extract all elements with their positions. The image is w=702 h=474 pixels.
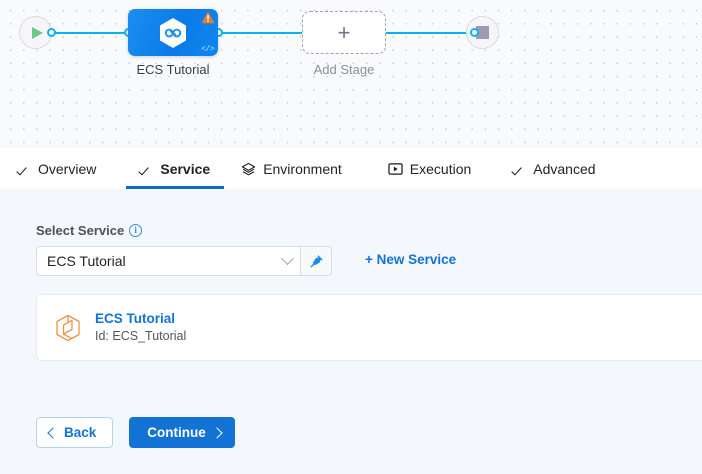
chevron-right-icon [211, 426, 223, 439]
tab-execution-label: Execution [409, 161, 472, 177]
start-node-port[interactable] [47, 28, 56, 37]
info-icon[interactable]: i [129, 224, 143, 237]
chevron-left-icon [47, 426, 59, 439]
pin-icon [310, 254, 323, 267]
footer-buttons: Back Continue [36, 417, 235, 448]
service-card-title[interactable]: ECS Tutorial [95, 310, 176, 326]
code-brackets-icon: </> [201, 45, 214, 54]
connector-start-to-stage [50, 32, 132, 34]
chevron-down-icon [281, 251, 294, 265]
play-box-icon [388, 163, 403, 175]
tab-environment-label: Environment [263, 161, 342, 177]
check-icon [513, 163, 526, 176]
add-stage-button[interactable]: + [302, 11, 386, 54]
continue-button[interactable]: Continue [129, 417, 235, 448]
play-icon [31, 26, 43, 39]
new-service-link[interactable]: + New Service [365, 252, 457, 267]
cube-hexagon-icon [56, 314, 80, 341]
service-card-id: Id: ECS_Tutorial [95, 329, 187, 344]
harness-hexagon-icon [160, 17, 186, 48]
plus-icon: + [337, 19, 351, 45]
check-icon [18, 163, 31, 176]
tab-service[interactable]: Service [126, 149, 224, 189]
service-select-input[interactable]: ECS Tutorial [36, 246, 301, 276]
continue-button-label: Continue [147, 425, 206, 440]
tab-overview-label: Overview [38, 161, 97, 177]
service-card[interactable]: ECS Tutorial Id: ECS_Tutorial [36, 294, 702, 361]
pin-button[interactable] [301, 246, 332, 276]
tab-execution[interactable]: Execution [388, 149, 471, 189]
connector-stage-to-addstage [216, 32, 306, 34]
tab-advanced-label: Advanced [533, 161, 596, 177]
service-select-row: ECS Tutorial [36, 246, 332, 276]
service-select-value: ECS Tutorial [47, 253, 126, 269]
end-node-port[interactable] [470, 28, 479, 37]
connector-addstage-to-end [384, 32, 474, 34]
warning-triangle-icon [201, 11, 215, 24]
stop-icon [476, 26, 489, 39]
pipeline-start-node[interactable] [19, 16, 52, 49]
stage-config-tabs: Overview Service Environment Execution A… [0, 148, 702, 190]
layers-diamond-icon [242, 162, 256, 175]
stage-node-label: ECS Tutorial [136, 62, 210, 77]
check-icon [140, 163, 153, 176]
tab-advanced[interactable]: Advanced [513, 149, 595, 189]
back-button-label: Back [64, 425, 97, 440]
select-service-label-row: Select Service i [36, 223, 143, 238]
service-tab-panel: Select Service i ECS Tutorial + New Serv… [0, 189, 702, 474]
pipeline-canvas[interactable]: </> ECS Tutorial + Add Stage [0, 0, 702, 148]
add-stage-label: Add Stage [313, 62, 375, 77]
pipeline-stage-node[interactable]: </> [128, 9, 218, 56]
back-button[interactable]: Back [36, 417, 114, 448]
tab-service-label: Service [160, 161, 211, 177]
service-card-text: ECS Tutorial Id: ECS_Tutorial [95, 310, 186, 345]
tab-overview[interactable]: Overview [18, 149, 96, 189]
tab-environment[interactable]: Environment [241, 149, 342, 189]
select-service-label: Select Service [36, 223, 125, 238]
